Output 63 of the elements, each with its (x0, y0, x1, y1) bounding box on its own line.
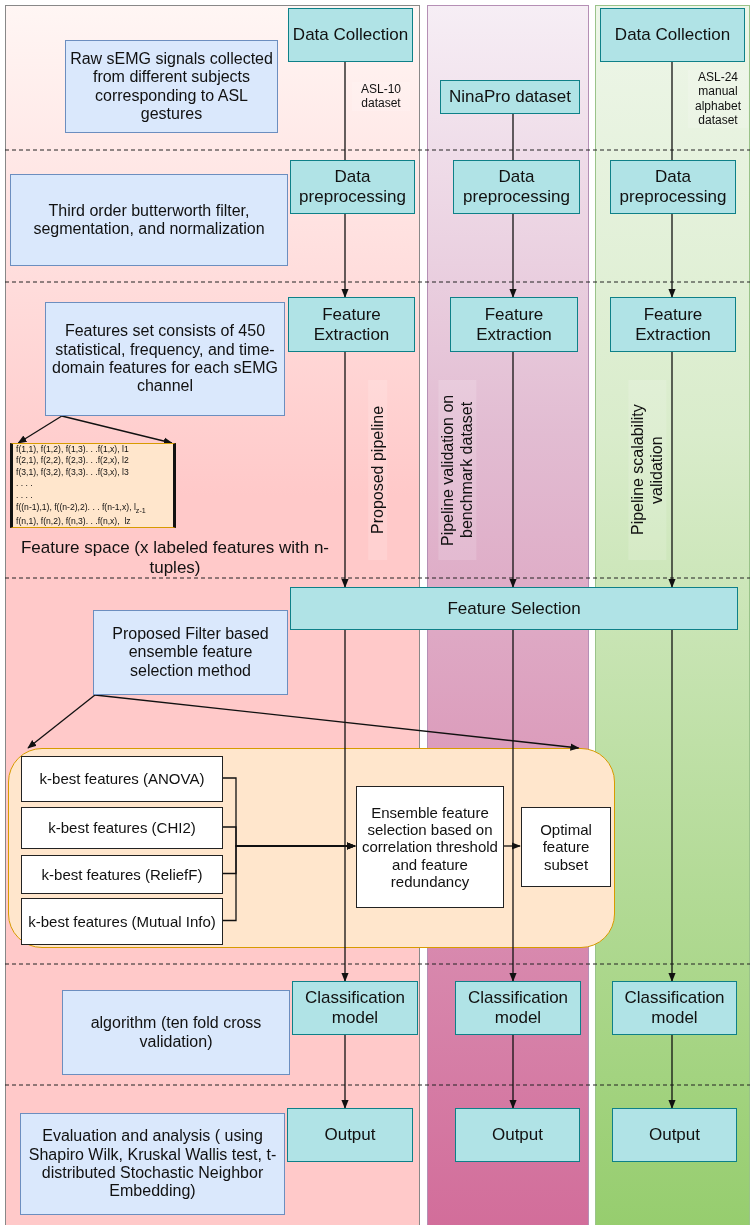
process-box: Feature Selection (290, 587, 738, 630)
arrow (341, 629, 349, 982)
process-box: Feature Extraction (450, 297, 578, 352)
process-box: Data preprocessing (453, 160, 580, 214)
process-box: Data Collection (600, 8, 745, 62)
note-box: Features set consists of 450 statistical, frequency, and time-domain features for each sEMG channel (45, 302, 285, 416)
arrow (94, 694, 580, 751)
arrow (668, 629, 676, 982)
note-box: Third order butterworth filter, segmentation, and normalization (10, 174, 288, 266)
arrow (27, 694, 96, 749)
matrix-row: f((n-1),1), f((n-2),2). . . f(n-1,x), l$_{z-1}$ (16, 501, 146, 516)
edge-label: Proposed pipeline (368, 380, 388, 560)
arrow (341, 213, 349, 298)
note-box: algorithm (ten fold cross validation) (62, 990, 290, 1075)
arrow (502, 842, 521, 850)
arrow (509, 1034, 517, 1109)
arrow (341, 1034, 349, 1109)
process-box: Data preprocessing (290, 160, 415, 214)
process-box: k-best features (ANOVA) (21, 756, 223, 802)
matrix-row: f(n,1), f(n,2), f(n,3). . .f(n,x), lz (16, 515, 131, 528)
arrow (509, 213, 517, 298)
arrow (221, 842, 356, 922)
group-box (8, 748, 615, 948)
process-box: Data Collection (288, 8, 413, 62)
arrow (61, 415, 173, 445)
process-box: k-best features (Mutual Info) (21, 898, 223, 945)
process-box: k-best features (CHI2) (21, 807, 223, 849)
process-box: Classification model (455, 981, 581, 1035)
connector-line (344, 61, 346, 161)
process-box: Output (287, 1108, 413, 1162)
process-box: Classification model (612, 981, 737, 1035)
note-box: Raw sEMG signals collected from different subjects corresponding to ASL gestures (65, 40, 278, 133)
arrow (341, 351, 349, 588)
matrix-row: . . . . (16, 478, 33, 490)
arrow (509, 351, 517, 588)
arrow (17, 415, 63, 444)
process-box: Optimal feature subset (521, 807, 611, 887)
process-box: Classification model (292, 981, 418, 1035)
arrow (668, 1034, 676, 1109)
arrow (509, 629, 517, 982)
process-box: Output (612, 1108, 737, 1162)
process-box: Feature Extraction (610, 297, 736, 352)
note-box: Proposed Filter based ensemble feature selection method (93, 610, 288, 695)
edge-label: Pipeline validation on benchmark dataset (438, 380, 477, 560)
process-box: Ensemble feature selection based on correlation threshold and feature redundancy (356, 786, 504, 908)
process-box: Feature Extraction (288, 297, 415, 352)
process-box: Output (455, 1108, 580, 1162)
matrix-row: f(2,1), f(2,2), f(2,3). . .f(2,x), l2 (16, 455, 129, 467)
note-box: Evaluation and analysis ( using Shapiro Wilk, Kruskal Wallis test, t-distributed Stochastic Neighbor Embedding) (20, 1113, 285, 1215)
matrix-row: f(3,1), f(3,2), f(3,3). . .f(3,x), l3 (16, 466, 129, 479)
edge-label: Pipeline scalability validation (628, 380, 667, 560)
arrow (668, 213, 676, 298)
process-box: Data preprocessing (610, 160, 736, 214)
edge-label: ASL-24 manual alphabet dataset (688, 70, 748, 128)
connector-line (671, 61, 673, 161)
process-box: NinaPro dataset (440, 80, 580, 114)
matrix-row: f(1,1), f(1,2), f(1,3). . .f(1,x), l1 (16, 443, 129, 456)
matrix-box (10, 443, 176, 528)
connector-line (512, 113, 514, 161)
matrix-row: . . . . (16, 489, 33, 502)
process-box: k-best features (ReliefF) (21, 855, 223, 894)
arrow (668, 351, 676, 588)
caption-text: Feature space (x labeled features with n- tuples) (19, 538, 331, 579)
